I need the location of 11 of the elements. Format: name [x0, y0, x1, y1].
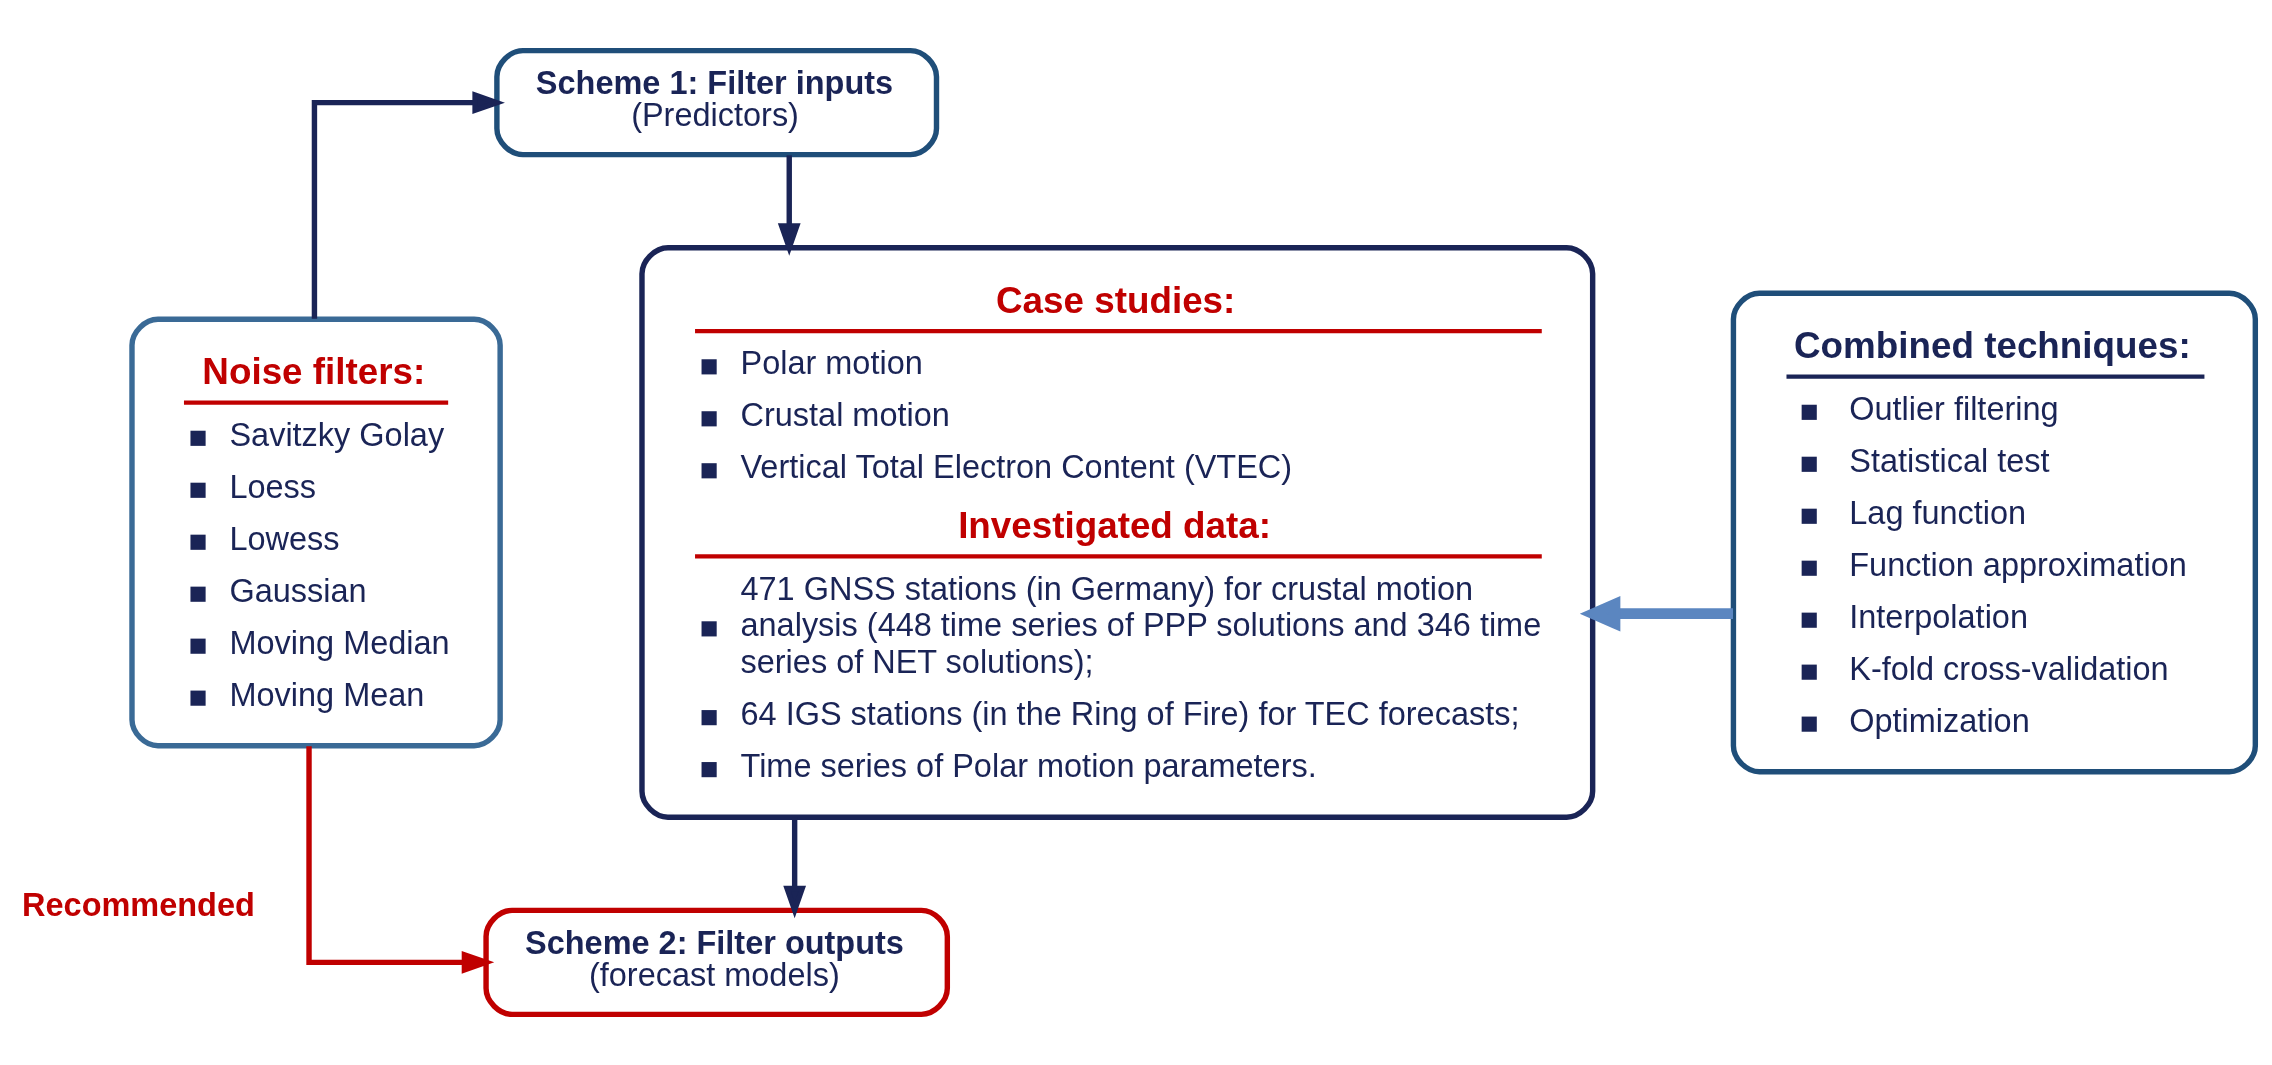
- arrow: [783, 817, 807, 919]
- arrow: [1579, 595, 1733, 632]
- edge-label: Recommended: [22, 886, 255, 923]
- arrow: [306, 746, 495, 974]
- node-box: Case studies: Polar motion Crustal motion Vertical Total Electron Content (VTEC) Investigated data: 471 GNSS stations (in Germany) for crustal motion analysis (448 time series of PPP solutions and 346 time series of NET solutions); 64 IGS stations (in the Ring of Fire) for TEC forecasts; Time series of Polar motion parameters.: [639, 245, 1596, 820]
- node-box: Noise filters: Savitzky Golay Loess Lowess Gaussian Moving Median Moving Mean: [129, 316, 503, 749]
- node-box: Scheme 1: Filter inputs (Predictors): [494, 47, 940, 158]
- arrow: [311, 91, 505, 319]
- node-box: Scheme 2: Filter outputs (forecast models): [483, 907, 951, 1018]
- arrow: [777, 155, 801, 256]
- node-box: Combined techniques: Outlier filtering Statistical test Lag function Function approximation Interpolation K-fold cross-validation Optimization: [1730, 290, 2259, 775]
